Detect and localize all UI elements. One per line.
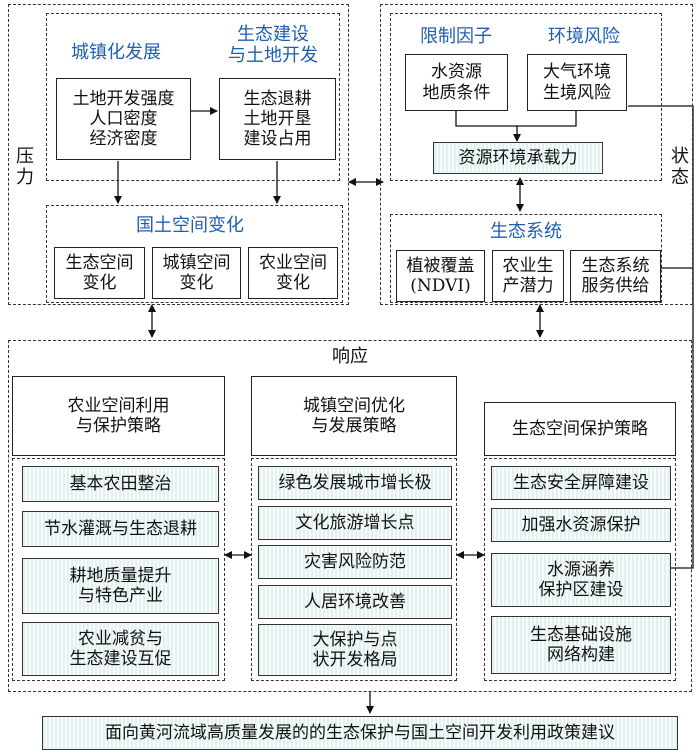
agri-strategy-title: 农业空间利用 与保护策略 [12,376,225,456]
eco-infrastructure-network: 生态基础设施 网络构建 [491,616,671,674]
pressure-label: 压力 [13,146,34,188]
limiting-factors-box: 水资源 地质条件 [405,54,508,111]
carrying-capacity-box: 资源环境承载力 [433,142,603,174]
pressure-drivers-region [46,13,340,181]
environmental-risk-box: 大气环境 生境风险 [527,54,627,111]
pressure-region [8,4,349,305]
agri-poverty-reduction: 农业减贫与 生态建设互促 [22,622,219,676]
green-growth-pole: 绿色发展城市增长极 [258,466,452,500]
urban-strategy-list [251,458,457,681]
state-region [380,4,693,305]
response-label: 响应 [332,346,368,368]
state-label: 状态 [668,146,689,188]
water-saving-irrigation: 节水灌溉与生态退耕 [22,511,219,547]
arrow-factors-merge [455,111,577,127]
eco-construction-box: 生态退耕 土地开垦 建设占用 [219,78,336,160]
state-factors-region [390,13,662,181]
cultural-tourism-growth: 文化旅游增长点 [258,506,452,540]
agricultural-space-change-box: 农业空间 变化 [248,247,338,299]
urban-space-change-box: 城镇空间 变化 [152,247,241,299]
urbanization-box: 土地开发强度 人口密度 经济密度 [56,78,191,160]
water-conservation-zone: 水源涵养 保护区建设 [491,553,671,607]
protection-development-pattern: 大保护与点 状开发格局 [258,624,452,676]
urban-strategy-title: 城镇空间优化 与发展策略 [251,376,457,456]
ecosystem-region [390,214,662,303]
eco-construction-heading: 生态建设 与土地开发 [228,23,318,66]
ecological-barrier-construction: 生态安全屏障建设 [491,466,671,500]
response-region [8,340,692,692]
agri-strategy-list [12,458,225,681]
ecosystem-services-box: 生态系统 服务供给 [570,250,661,302]
eco-strategy-title: 生态空间保护策略 [484,402,676,456]
disaster-risk-prevention: 灾害风险防范 [258,545,452,579]
ecological-space-change-box: 生态空间 变化 [54,247,145,299]
basic-farmland-consolidation: 基本农田整治 [22,466,219,502]
ecosystem-heading: 生态系统 [490,221,562,243]
territorial-change-region [46,205,343,303]
limiting-factors-heading: 限制因子 [420,26,492,48]
farmland-quality-improvement: 耕地质量提升 与特色产业 [22,558,219,614]
urbanization-heading: 城镇化发展 [71,42,161,64]
environmental-risk-heading: 环境风险 [548,26,620,48]
feedback-line-right [628,105,694,569]
policy-recommendation-box: 面向黄河流域高质量发展的的生态保护与国土空间开发利用政策建议 [42,716,678,750]
territorial-change-heading: 国土空间变化 [136,215,244,237]
living-environment-improvement: 人居环境改善 [258,585,452,619]
eco-strategy-list [484,458,676,681]
agricultural-potential-box: 农业生 产潜力 [492,250,564,302]
vegetation-cover-box: 植被覆盖 (NDVI) [396,250,485,302]
water-resource-protection: 加强水资源保护 [491,508,671,542]
